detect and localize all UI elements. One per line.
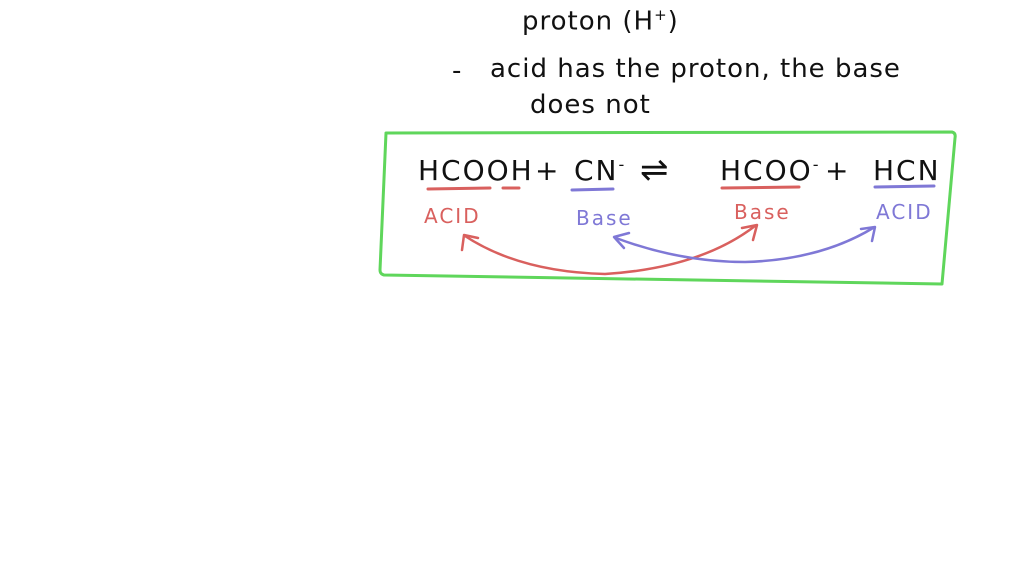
formula-cn: CN- (574, 154, 626, 187)
underline-hcoo-red (720, 185, 801, 190)
red-arrowhead-right (740, 223, 759, 242)
blue-arrowhead-left (612, 231, 631, 250)
formula-cn-charge: - (618, 155, 627, 174)
red-conjugate-arrow (463, 224, 757, 276)
label-acid-right: ACID (876, 200, 933, 224)
formula-hcooh: HCOOH (418, 154, 534, 187)
underline-cn-blue (570, 187, 615, 192)
note-proton-text: proton (H (522, 6, 655, 37)
underline-hcn-blue (873, 184, 936, 189)
label-acid-left: ACID (424, 204, 481, 228)
label-base-right: Base (734, 200, 791, 224)
note-proton-charge: + (654, 6, 668, 24)
formula-cn-text: CN (574, 154, 619, 187)
blue-conjugate-arrow (614, 226, 875, 264)
note-bullet: - (452, 56, 463, 86)
formula-hcoo-text: HCOO (720, 154, 813, 187)
note-does-not-line: does not (530, 90, 651, 120)
note-acid-line: acid has the proton, the base (490, 54, 901, 84)
red-arrowhead-left (460, 233, 480, 252)
underline-hcooh-red (426, 186, 492, 191)
note-proton-close: ) (667, 6, 679, 37)
blue-arrowhead-right (859, 225, 877, 243)
green-box (378, 130, 957, 286)
formula-hcn: HCN (873, 154, 941, 187)
plus-sign-1: + (535, 154, 561, 187)
formula-hcoo-charge: - (812, 155, 821, 174)
label-base-left: Base (576, 206, 633, 230)
equilibrium-arrow: ⇌ (640, 150, 671, 190)
plus-sign-2: + (825, 154, 851, 187)
formula-hcoo: HCOO- (720, 154, 820, 187)
note-proton-line: proton (H+) (522, 6, 679, 37)
